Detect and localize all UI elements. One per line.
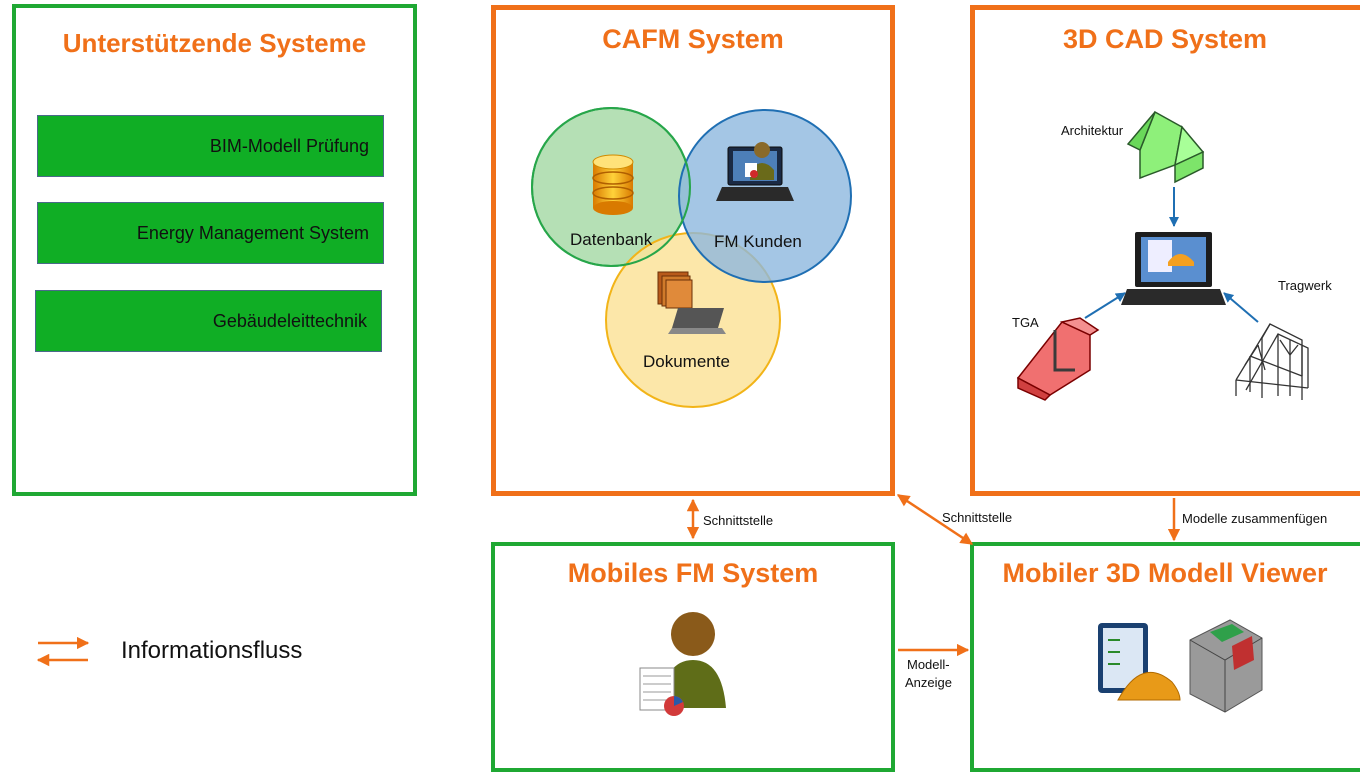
model-display-label-1: Modell- (907, 657, 950, 672)
tga-house-icon (1016, 317, 1100, 401)
bim-check-label: BIM-Modell Prüfung (209, 135, 369, 156)
interface-label-cafm-viewer: Schnittstelle (942, 510, 1013, 525)
supporting-systems-title: Unterstützende Systeme (62, 28, 367, 58)
model-display-label-2: Anzeige (905, 675, 952, 690)
database-label: Datenbank (570, 230, 653, 249)
documents-laptop-icon (657, 271, 726, 334)
legend-label: Informationsfluss (121, 637, 303, 664)
tga-label: TGA (1012, 315, 1039, 330)
cafm-system-title: CAFM System (602, 24, 784, 54)
cad-system-title: 3D CAD System (1062, 24, 1268, 54)
architecture-house-icon (1126, 110, 1205, 184)
legend-arrows-icon (36, 636, 90, 667)
fm-customers-label: FM Kunden (714, 232, 802, 251)
energy-management-button[interactable]: Energy Management System (37, 202, 384, 264)
merge-models-label: Modelle zusammenfügen (1182, 511, 1328, 526)
bim-check-button[interactable]: BIM-Modell Prüfung (37, 115, 384, 177)
fm-customer-laptop-icon (716, 142, 794, 201)
energy-management-label: Energy Management System (136, 222, 369, 243)
structure-frame-icon (1235, 323, 1309, 400)
database-icon (592, 154, 634, 215)
viewer-3d-model-icon (1189, 619, 1263, 713)
cad-laptop-icon (1121, 232, 1226, 305)
mobile-fm-user-icon (639, 612, 726, 716)
documents-label: Dokumente (643, 352, 730, 371)
building-automation-label: Gebäudeleittechnik (212, 310, 367, 331)
building-automation-button[interactable]: Gebäudeleittechnik (35, 290, 382, 352)
structure-label: Tragwerk (1278, 278, 1332, 293)
cad-system-box: 3D CAD System (970, 5, 1360, 496)
diagram-graphics (36, 107, 1309, 716)
viewer-title: Mobiler 3D Modell Viewer (1002, 558, 1328, 588)
viewer-tablet-icon (1098, 623, 1181, 701)
mobile-fm-title: Mobiles FM System (567, 558, 819, 588)
architecture-label: Architektur (1061, 123, 1124, 138)
interface-label-cafm-mobile: Schnittstelle (703, 513, 774, 528)
mobile-fm-box: Mobiles FM System (491, 542, 895, 772)
